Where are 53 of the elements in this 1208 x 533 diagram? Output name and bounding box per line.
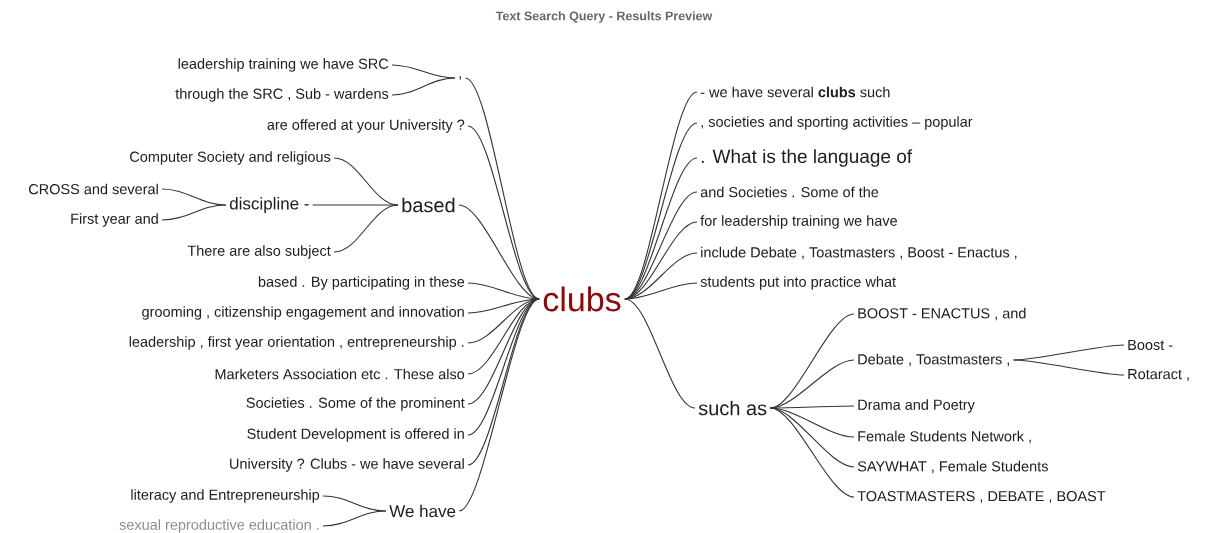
phrase-text: literacy and Entrepreneurship bbox=[131, 489, 320, 503]
phrase-text: students put into practice what bbox=[700, 276, 896, 290]
phrase-text: - we have several clubs such bbox=[700, 86, 890, 98]
phrase-text: We have bbox=[389, 504, 456, 518]
phrase-text: grooming , citizenship engagement and innovation bbox=[142, 306, 464, 320]
phrase-text: Debate , Toastmasters , bbox=[858, 353, 1009, 367]
branch-line bbox=[1012, 359, 1125, 376]
phrase-text: Societies . Some of the prominent bbox=[246, 397, 465, 411]
phrase-text: leadership , first year orientation , entrepreneurship . bbox=[129, 336, 464, 350]
phrase-text: CROSS and several bbox=[29, 183, 158, 195]
phrase-text: BOOST - ENACTUS , and bbox=[858, 307, 1026, 321]
phrase-text: . What is the language of bbox=[701, 149, 913, 167]
phrase-text: Marketers Association etc . These also bbox=[215, 368, 465, 380]
phrase-text: , bbox=[459, 76, 461, 80]
phrase-text: are offered at your University ? bbox=[267, 119, 465, 133]
phrase-text: leadership training we have SRC bbox=[178, 58, 389, 72]
branch-line bbox=[624, 298, 696, 409]
branch-line bbox=[467, 298, 540, 314]
branch-line bbox=[391, 77, 456, 96]
phrase-text: First year and bbox=[71, 213, 158, 227]
phrase-text: based . By participating in these bbox=[258, 276, 465, 290]
phrase-text: discipline - bbox=[229, 197, 309, 213]
branch-line bbox=[467, 298, 540, 344]
phrase-text: include Debate , Toastmasters , Boost - Enactus , bbox=[701, 246, 1017, 260]
branch-line bbox=[458, 298, 540, 512]
branch-line bbox=[769, 407, 855, 438]
phrase-text: Boost - bbox=[1128, 339, 1173, 351]
phrase-text: for leadership training we have bbox=[700, 215, 897, 229]
phrase-text: through the SRC , Sub - wardens bbox=[175, 88, 389, 102]
phrase-text: Female Students Network , bbox=[858, 430, 1031, 444]
branch-line bbox=[391, 64, 456, 79]
phrase-text: Student Development is offered in bbox=[247, 428, 464, 442]
phrase-text: sexual reproductive education . bbox=[119, 519, 319, 533]
phrase-text: , societies and sporting activities – popular bbox=[701, 116, 973, 130]
phrase-text: University ? Clubs - we have several bbox=[230, 458, 464, 472]
branch-line bbox=[312, 204, 399, 206]
phrase-text: SAYWHAT , Female Students bbox=[857, 460, 1048, 474]
branch-line bbox=[464, 77, 540, 300]
phrase-text: TOASTMASTERS , DEBATE , BOAST bbox=[857, 491, 1106, 503]
branch-line bbox=[769, 407, 855, 498]
phrase-text: based bbox=[402, 197, 455, 213]
keyword-text: clubs bbox=[543, 286, 621, 312]
phrase-text: and Societies . Some of the bbox=[700, 186, 879, 198]
branch-line bbox=[322, 510, 387, 527]
branch-line bbox=[333, 204, 399, 253]
phrase-text: Computer Society and religious bbox=[130, 151, 331, 165]
branch-line bbox=[624, 282, 698, 300]
phrase-text: Rotaract , bbox=[1128, 369, 1189, 381]
phrase-text: There are also subject bbox=[187, 245, 331, 259]
chart-title: Text Search Query - Results Preview bbox=[495, 11, 713, 23]
phrase-text: Drama and Poetry bbox=[858, 399, 975, 413]
branch-line bbox=[161, 204, 227, 221]
phrase-text: such as bbox=[698, 400, 767, 416]
